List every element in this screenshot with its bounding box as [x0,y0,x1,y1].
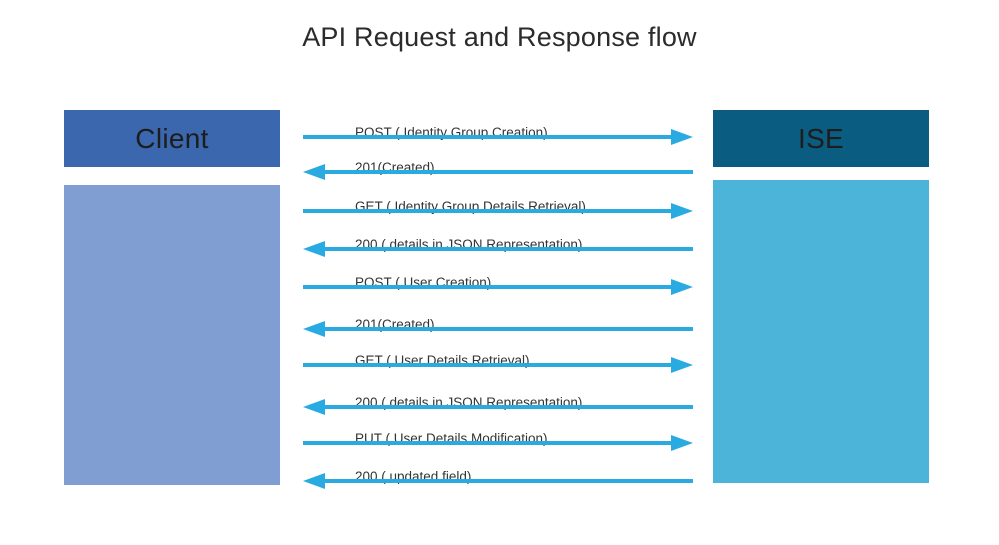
arrow-right-icon [303,203,693,219]
arrow-right-icon [303,435,693,451]
ise-actor-header: ISE [713,110,929,167]
message-arrow-8: 200 ( details in JSON Representation) [303,378,693,416]
arrow-right-icon [303,357,693,373]
message-arrow-1: POST ( Identity Group Creation) [303,108,693,146]
message-arrow-4: 200 ( details in JSON Representation) [303,220,693,258]
client-lifeline-bar [64,185,280,485]
message-arrow-5: POST ( User Creation) [303,258,693,296]
arrow-left-icon [303,473,693,489]
message-arrow-3: GET ( Identity Group Details Retrieval) [303,182,693,220]
message-arrow-6: 201(Created) [303,300,693,338]
arrow-left-icon [303,321,693,337]
message-arrow-10: 200 ( updated field) [303,452,693,490]
client-actor-header: Client [64,110,280,167]
arrow-right-icon [303,279,693,295]
arrow-right-icon [303,129,693,145]
client-actor-label: Client [135,122,209,154]
arrow-left-icon [303,241,693,257]
arrow-left-icon [303,399,693,415]
message-arrow-7: GET ( User Details Retrieval) [303,336,693,374]
message-arrow-2: 201(Created) [303,143,693,181]
arrow-left-icon [303,164,693,180]
page-title: API Request and Response flow [302,22,697,52]
message-arrow-9: PUT ( User Details Modification) [303,414,693,452]
ise-actor-label: ISE [797,122,845,154]
ise-lifeline-bar [713,180,929,483]
